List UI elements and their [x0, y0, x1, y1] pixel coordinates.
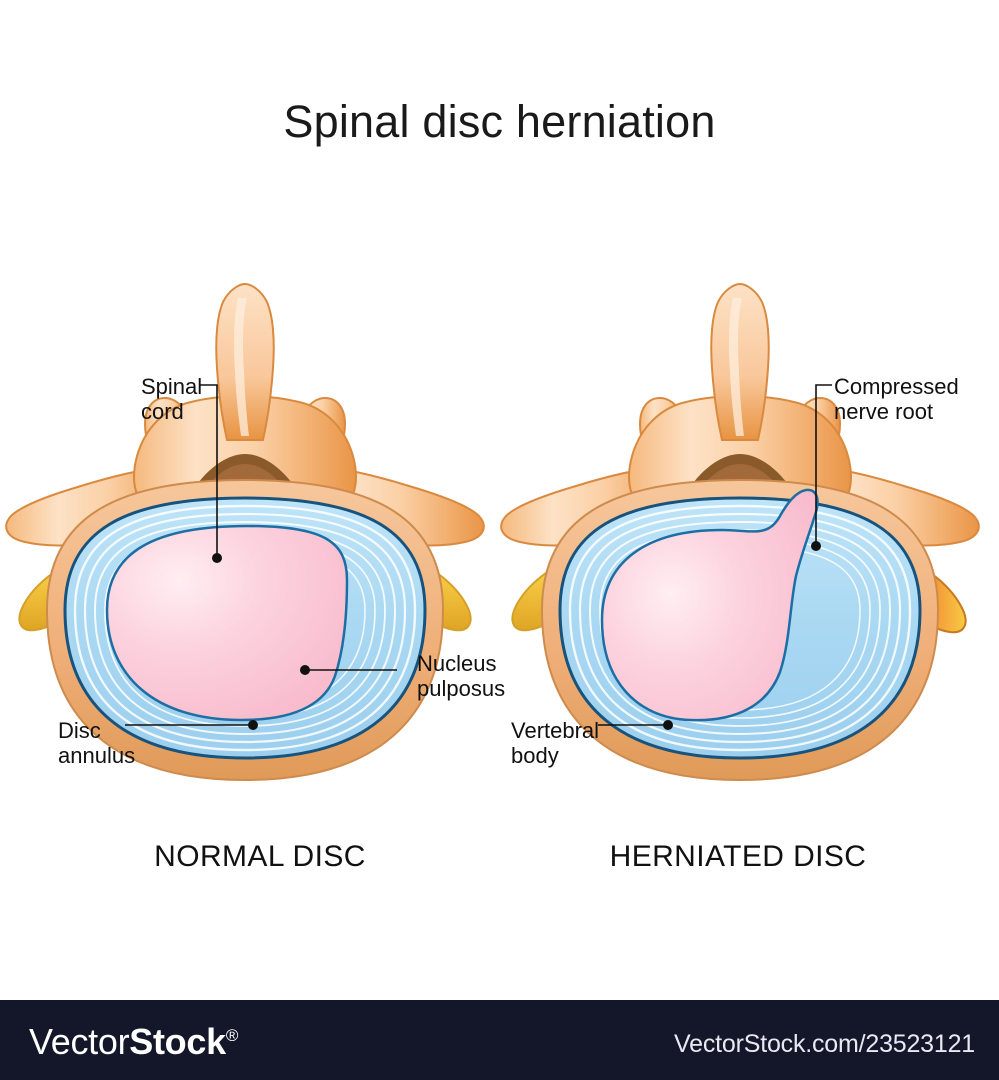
label-spinal-cord: Spinal cord — [141, 374, 203, 424]
panel-normal-disc — [0, 280, 495, 880]
leader-dots-herniated — [663, 541, 821, 730]
leader-lines-normal — [125, 384, 397, 726]
vertebral-body-herniated — [540, 478, 940, 782]
vectorstock-url: VectorStock.com/23523121 — [674, 1030, 975, 1058]
caption-normal-disc: NORMAL DISC — [154, 840, 366, 873]
watermark-footer: VectorStock® VectorStock.com/23523121 — [0, 1000, 999, 1080]
label-vertebral-body: Vertebral body — [511, 718, 600, 768]
leader-lines-herniated — [598, 384, 832, 726]
caption-herniated-disc: HERNIATED DISC — [609, 840, 867, 873]
page-title: Spinal disc herniation — [283, 96, 716, 147]
figure-area — [0, 280, 999, 880]
leader-dots-normal — [212, 553, 310, 730]
label-disc-annulus: Disc annulus — [58, 718, 136, 768]
registered-trademark-icon: ® — [225, 1026, 239, 1045]
panel-herniated-disc — [490, 280, 990, 880]
label-nucleus-pulposus: Nucleus pulposus — [417, 651, 506, 701]
logo-text-bold: Stock — [129, 1021, 226, 1062]
vectorstock-logo: VectorStock® — [29, 1021, 238, 1063]
vertebral-body-normal — [45, 478, 445, 782]
label-compressed-nerve-root: Compressed nerve root — [834, 374, 959, 424]
logo-text-light: Vector — [29, 1021, 130, 1062]
